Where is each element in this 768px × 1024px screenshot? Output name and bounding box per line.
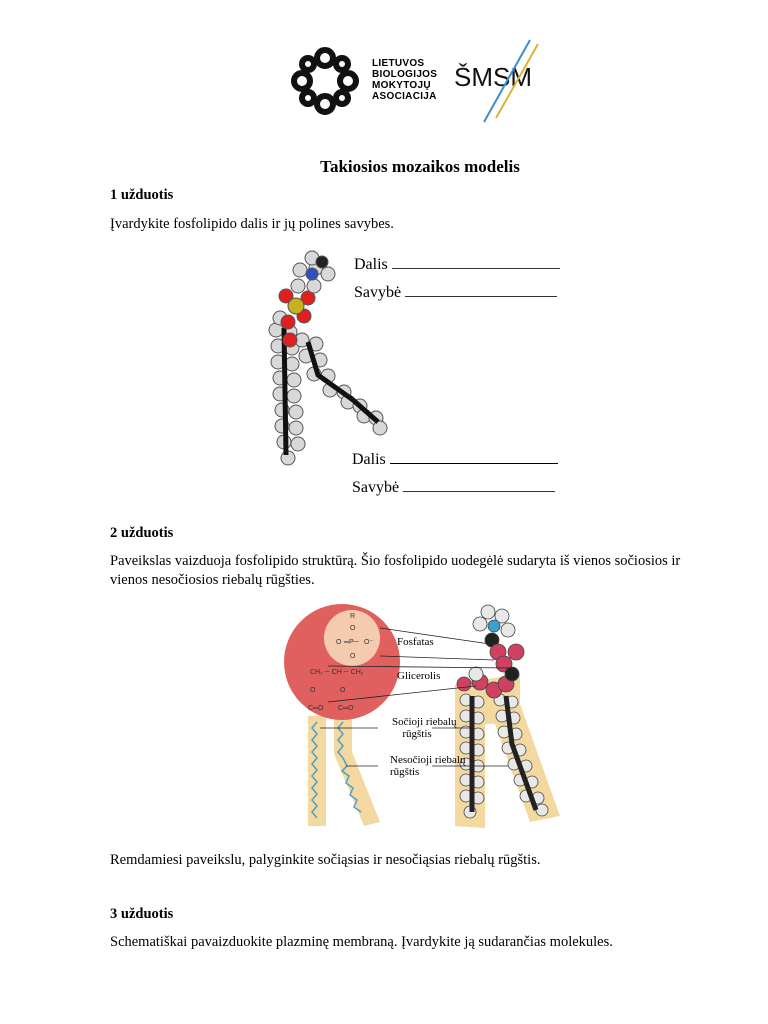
socioji-label-line1: Sočioji riebalų [392,716,457,728]
association-logo-icon [291,47,359,115]
svg-text:O: O [350,653,356,660]
assoc-line-3: MOKYTOJŲ [372,80,431,91]
smsm-stripes-icon [483,39,539,123]
svg-text:C═O: C═O [338,705,354,712]
svg-text:O: O [310,687,316,694]
assoc-line-1: LIETUVOS [372,58,425,69]
task1-label-group-bottom: Dalis Savybė [352,449,558,497]
task1-text: Įvardykite fosfolipido dalis ir jų polin… [110,216,394,232]
savybe-label-top: Savybė [354,284,402,301]
nesocioji-label-line2: rūgštis [390,766,420,778]
task2-text: Paveikslas vaizduoja fosfolipido struktū… [110,552,730,590]
savybe-label-bottom: Savybė [352,479,400,496]
header-logos: LIETUVOS BIOLOGIJOS MOKYTOJŲ ASOCIACIJA … [286,36,552,124]
svg-text:═P─: ═P─ [343,639,359,646]
task2-question: Remdamiesi paveikslu, palyginkite sočiąs… [110,852,541,868]
fosfatas-label: Fosfatas [397,636,434,648]
assoc-line-2: BIOLOGIJOS [372,69,438,80]
assoc-line-4: ASOCIACIJA [372,91,437,102]
socioji-label: Sočioji riebalų rūgštis [392,716,457,740]
task1-heading: 1 užduotis [110,187,174,203]
svg-text:O: O [340,687,346,694]
nesocioji-label: Nesočioji riebalų rūgštis [390,754,465,778]
task2-text-line1: Paveikslas vaizduoja fosfolipido struktū… [110,553,681,569]
svg-text:CH₂ ─ CH ─ CH₂: CH₂ ─ CH ─ CH₂ [310,669,364,676]
socioji-label-line2: rūgštis [402,728,432,740]
savybe-answer-line-bottom[interactable] [403,477,556,492]
task2-heading: 2 užduotis [110,525,174,541]
page-title: Takiosios mozaikos modelis [320,157,520,176]
task3-text: Schematiškai pavaizduokite plazminę memb… [110,934,613,950]
phospholipid-model-image [268,250,388,466]
dalis-answer-line-bottom[interactable] [389,449,558,464]
dalis-answer-line-top[interactable] [391,254,560,269]
svg-text:O: O [350,625,356,632]
nesocioji-label-line1: Nesočioji riebalų [390,754,466,766]
svg-text:C═O: C═O [308,705,324,712]
svg-text:O: O [336,639,342,646]
association-name: LIETUVOS BIOLOGIJOS MOKYTOJŲ ASOCIACIJA [372,58,437,102]
glicerolis-label: Glicerolis [397,670,441,682]
dalis-label-top: Dalis [354,256,388,273]
task2-text-line2: vienos nesočiosios riebalų rūgšties. [110,572,315,588]
task1-label-group-top: Dalis Savybė [354,254,560,302]
svg-text:R: R [350,613,355,620]
savybe-answer-line-top[interactable] [405,282,558,297]
task3-heading: 3 užduotis [110,906,174,922]
svg-text:O⁻: O⁻ [364,639,373,646]
dalis-label-bottom: Dalis [352,451,386,468]
